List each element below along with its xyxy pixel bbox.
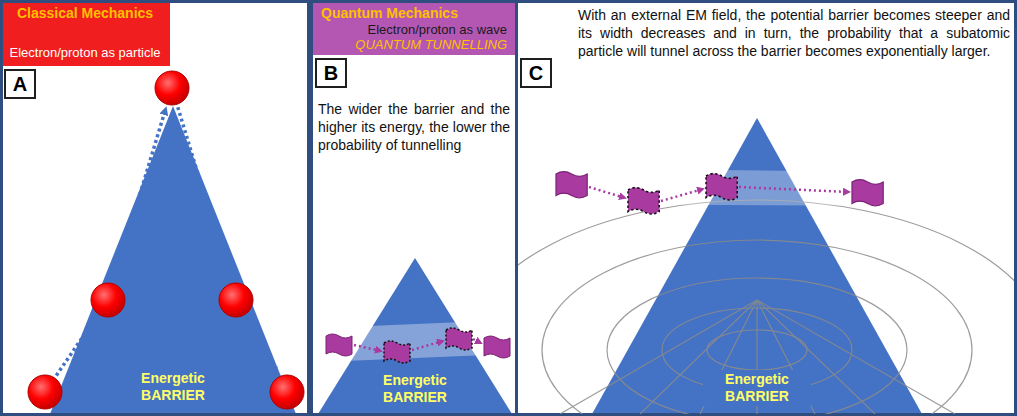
header-subtitle: Electron/proton as particle [9, 45, 160, 61]
barrier-shape [50, 106, 296, 414]
energy-barrier: Energetic BARRIER [592, 118, 922, 414]
barrier-label: Energetic BARRIER [127, 370, 219, 404]
section-header: Quantum MechanicsElectron/proton as wave… [313, 3, 515, 55]
header-title: Classical Mechanics [17, 5, 153, 22]
panel-letter-text: B [324, 61, 338, 85]
panel-divider [515, 2, 518, 415]
panel-letter: A [4, 69, 36, 99]
barrier-triangle [318, 258, 512, 414]
barrier-triangle [50, 106, 296, 414]
tunnel-band [540, 168, 905, 206]
header-subtitle: QUANTUM TUNNELLING [355, 37, 507, 53]
wave-packet [326, 328, 510, 363]
barrier-label: Energetic BARRIER [703, 370, 811, 406]
panel-letter: B [315, 58, 347, 88]
energy-barrier: Energetic BARRIER [50, 106, 296, 414]
section-header: Classical MechanicsElectron/proton as pa… [0, 0, 170, 66]
note-text: The wider the barrier and the higher its… [318, 100, 510, 155]
barrier-label: Energetic BARRIER [369, 372, 461, 406]
note-text: With an external EM field, the potential… [578, 6, 1010, 61]
panel-letter: C [520, 58, 552, 88]
panel-letter-text: C [529, 61, 543, 85]
barrier-triangle [592, 118, 922, 414]
tunnel-band [322, 320, 512, 362]
header-subtitle: Electron/proton as wave [368, 22, 507, 38]
header-title: Quantum Mechanics [321, 5, 458, 22]
panel-letter-text: A [13, 72, 27, 96]
